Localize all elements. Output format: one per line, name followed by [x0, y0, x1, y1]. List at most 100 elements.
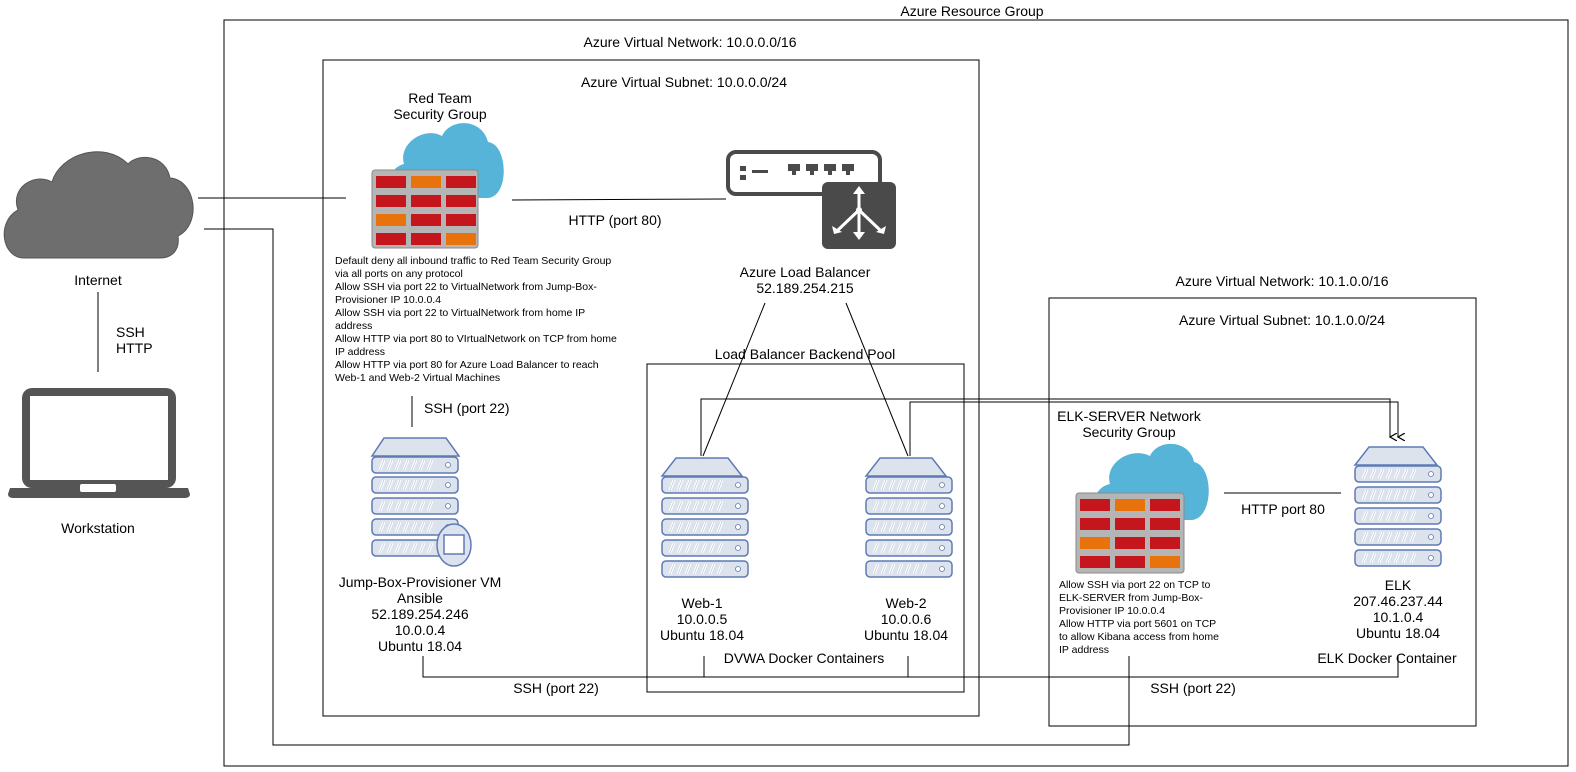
elk-rule-line: Allow SSH via port 22 on TCP to [1059, 579, 1211, 591]
vnet2-label: Azure Virtual Network: 10.1.0.0/16 [1175, 273, 1389, 289]
dvwa-label: DVWA Docker Containers [723, 650, 885, 666]
firewall-brick [1080, 518, 1110, 530]
firewall-brick [1080, 499, 1110, 511]
subnet1-label: Azure Virtual Subnet: 10.0.0.0/24 [581, 74, 787, 90]
elk-private-ip: 10.1.0.4 [1372, 609, 1424, 625]
firewall-brick [1115, 556, 1145, 568]
subnet2-label: Azure Virtual Subnet: 10.1.0.0/24 [1179, 312, 1385, 328]
red-team-rule-line: Provisioner IP 10.0.0.4 [335, 294, 442, 306]
red-team-nsg-icon [371, 123, 504, 249]
internet-cloud-icon [3, 151, 194, 259]
elk-nsg-label: ELK-SERVER Network Security Group [1046, 408, 1212, 440]
firewall-brick [376, 195, 406, 207]
ssh-elk-label: SSH (port 22) [1150, 680, 1236, 696]
web2-label: Web-2 10.0.0.6 Ubuntu 18.04 [846, 595, 966, 643]
resource-group-label: Azure Resource Group [900, 3, 1044, 19]
web2-server-icon [864, 457, 954, 579]
web1-ip: 10.0.0.5 [676, 611, 728, 627]
elk-server-icon [1353, 446, 1443, 568]
elk-container-label: ELK Docker Container [1317, 650, 1457, 666]
firewall-brick [1080, 556, 1110, 568]
jumpbox-label: Jump-Box-Provisioner VM Ansible 52.189.2… [320, 574, 520, 654]
firewall-brick [446, 195, 476, 207]
elk-nsg-icon [1075, 443, 1209, 574]
elk-os: Ubuntu 18.04 [1355, 625, 1441, 641]
red-team-rule-line: address [335, 320, 373, 332]
connectors [97, 197, 1398, 746]
workstation-label: Workstation [61, 520, 135, 536]
resource-group-box [223, 19, 1569, 767]
jumpbox-private-ip: 10.0.0.4 [394, 622, 446, 638]
elk-rule-line: to allow Kibana access from home [1059, 631, 1219, 643]
ssh-jump-label: SSH (port 22) [424, 400, 510, 416]
web2-name: Web-2 [885, 595, 927, 611]
red-team-rule-line: IP address [335, 346, 386, 358]
elk-name: ELK [1384, 577, 1412, 593]
firewall-brick [1115, 537, 1145, 549]
vnet1-box [322, 59, 980, 717]
web2-os: Ubuntu 18.04 [863, 627, 949, 643]
firewall-brick [376, 214, 406, 226]
firewall-brick [411, 195, 441, 207]
backend-pool-box [646, 363, 965, 693]
load-balancer-name: Azure Load Balancer [739, 264, 871, 280]
firewall-brick [376, 176, 406, 188]
laptop-icon [8, 388, 190, 498]
web1-label: Web-1 10.0.0.5 Ubuntu 18.04 [642, 595, 762, 643]
ssh-http-label: SSH HTTP [116, 324, 166, 356]
firewall-brick [1150, 537, 1180, 549]
elk-nsg-label-line2: Security Group [1082, 424, 1176, 440]
elk-public-ip: 207.46.237.44 [1353, 593, 1443, 609]
ssh-bottom-label: SSH (port 22) [513, 680, 599, 696]
red-team-nsg-label: Red Team Security Group [370, 90, 510, 122]
firewall-brick [376, 233, 406, 245]
elk-nsg-label-line1: ELK-SERVER Network [1057, 408, 1201, 424]
firewall-brick [1115, 518, 1145, 530]
elk-rule-line: Allow HTTP via port 5601 on TCP [1059, 618, 1217, 630]
http-elk-label: HTTP port 80 [1241, 501, 1325, 517]
firewall-brick [411, 214, 441, 226]
http-lb-label: HTTP (port 80) [568, 212, 662, 228]
firewall-brick [1115, 499, 1145, 511]
elk-rule-line: ELK-SERVER from Jump-Box- [1059, 592, 1203, 604]
red-team-rule-line: via all ports on any protocol [335, 268, 463, 280]
internet-label: Internet [74, 272, 122, 288]
backend-pool-label: Load Balancer Backend Pool [714, 346, 896, 362]
vnet1-label: Azure Virtual Network: 10.0.0.0/16 [583, 34, 797, 50]
firewall-brick [446, 233, 476, 245]
load-balancer-label: Azure Load Balancer 52.189.254.215 [720, 264, 890, 296]
jumpbox-role: Ansible [397, 590, 443, 606]
web1-server-icon [660, 457, 750, 579]
load-balancer-ip: 52.189.254.215 [756, 280, 854, 296]
jumpbox-server-icon [370, 437, 472, 567]
red-team-nsg-label-line2: Security Group [393, 106, 487, 122]
red-team-rule-line: Allow HTTP via port 80 to VIrtualNetwork… [335, 333, 617, 345]
web1-os: Ubuntu 18.04 [659, 627, 745, 643]
firewall-brick [446, 214, 476, 226]
firewall-brick [1150, 499, 1180, 511]
elk-label: ELK 207.46.237.44 10.1.0.4 Ubuntu 18.04 [1336, 577, 1460, 641]
web1-name: Web-1 [681, 595, 723, 611]
elk-rule-line: Provisioner IP 10.0.0.4 [1059, 605, 1166, 617]
firewall-brick [1150, 518, 1180, 530]
red-team-rules: Default deny all inbound traffic to Red … [335, 255, 635, 385]
red-team-rule-line: Allow SSH via port 22 to VirtualNetwork … [335, 281, 597, 293]
red-team-rule-line: Web-1 and Web-2 Virtual Machines [335, 372, 501, 384]
firewall-brick [1080, 537, 1110, 549]
jumpbox-public-ip: 52.189.254.246 [371, 606, 469, 622]
http-label: HTTP [116, 340, 153, 356]
ssh-label: SSH [116, 324, 145, 340]
elk-rule-line: IP address [1059, 644, 1110, 656]
red-team-rule-line: Allow HTTP via port 80 for Azure Load Ba… [335, 359, 599, 371]
firewall-brick [1150, 556, 1180, 568]
jumpbox-os: Ubuntu 18.04 [377, 638, 463, 654]
firewall-brick [446, 176, 476, 188]
red-team-rule-line: Allow SSH via port 22 to VirtualNetwork … [335, 307, 586, 319]
jumpbox-name: Jump-Box-Provisioner VM [338, 574, 502, 590]
web2-ip: 10.0.0.6 [880, 611, 932, 627]
red-team-rule-line: Default deny all inbound traffic to Red … [335, 255, 612, 267]
load-balancer-icon [726, 150, 896, 249]
firewall-brick [411, 233, 441, 245]
elk-rules: Allow SSH via port 22 on TCP to ELK-SERV… [1059, 579, 1239, 657]
